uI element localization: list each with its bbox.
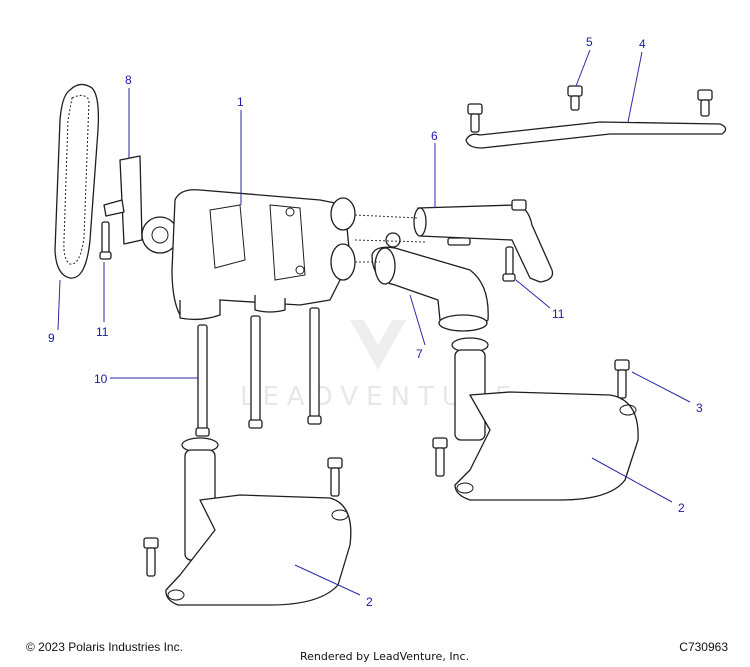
timing-chain (54, 83, 100, 279)
long-bolts (195, 307, 322, 437)
oil-pump-assembly (141, 189, 356, 321)
pickup-bolts (143, 359, 630, 577)
bolt-left (99, 221, 112, 260)
oil-pickup-right (451, 337, 639, 501)
oil-pickup-left (165, 437, 352, 606)
callout-2-right: 2 (678, 501, 685, 515)
callout-11-left: 11 (96, 325, 109, 339)
gasket-strip (465, 121, 727, 149)
callout-2-left: 2 (366, 595, 373, 609)
callout-5: 5 (586, 35, 593, 49)
callout-6: 6 (431, 129, 438, 143)
callout-7: 7 (416, 347, 423, 361)
rendered-by-text: Rendered by LeadVenture, Inc. (300, 650, 470, 663)
callout-4: 4 (639, 37, 646, 51)
callouts: 1 8 9 11 10 6 5 4 11 7 3 2 2 (48, 35, 703, 609)
chain-guide (103, 155, 143, 245)
callout-8: 8 (125, 73, 132, 87)
small-bolts (467, 85, 713, 133)
callout-10: 10 (94, 372, 108, 386)
bolt-right (447, 237, 516, 282)
copyright-text: © 2023 Polaris Industries Inc. (26, 640, 183, 654)
oil-tube (413, 199, 554, 283)
callout-3: 3 (696, 401, 703, 415)
diagram-code: C730963 (679, 640, 728, 654)
callout-11-right: 11 (552, 307, 565, 321)
alignment-lines (354, 214, 426, 263)
leader-lines (57, 49, 691, 596)
callout-9: 9 (48, 331, 55, 345)
elbow-fitting (371, 232, 489, 332)
callout-1: 1 (237, 95, 244, 109)
